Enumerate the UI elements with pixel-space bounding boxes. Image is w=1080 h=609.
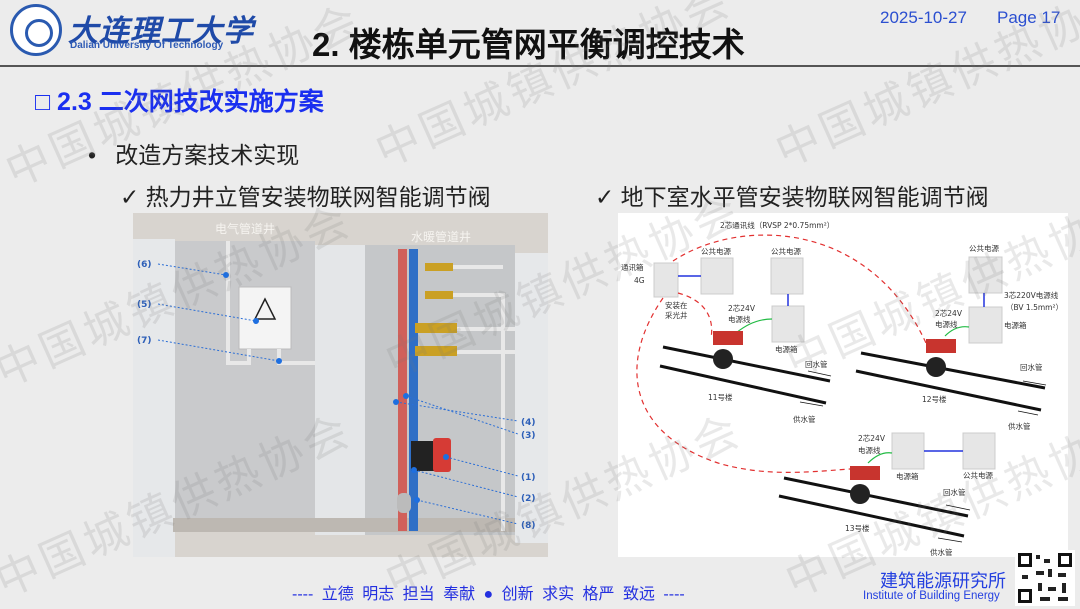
- supply-pipe-label: 供水管: [1008, 421, 1031, 431]
- water-shaft-label: 水暖管道井: [411, 229, 471, 244]
- comm-box-label: 通讯箱: [621, 262, 644, 272]
- callout-6: (6): [137, 260, 152, 270]
- callout-8: (8): [521, 521, 536, 531]
- university-name-cn: 大连理工大学: [68, 14, 254, 49]
- bullet-dot-icon: •: [88, 142, 116, 168]
- basement-valve-diagram: 2芯通讯线（RVSP 2*0.75mm²） 通讯箱 4G 安装在 采光井 公共电…: [618, 213, 1068, 557]
- callout-3: (3): [521, 431, 536, 441]
- comm-4g-label: 4G: [634, 276, 645, 285]
- supply-pipe-label: 供水管: [793, 414, 816, 424]
- comm-line-label: 2芯通讯线（RVSP 2*0.75mm²）: [720, 220, 834, 230]
- building-13-label: 13号楼: [845, 523, 870, 533]
- public-power-label: 公共电源: [963, 470, 993, 480]
- line24-label-2: 电源线: [858, 445, 881, 455]
- line220-label-2: （BV 1.5mm²）: [1006, 303, 1063, 312]
- building-12-label: 12号楼: [922, 394, 947, 404]
- install-label: 安装在: [665, 300, 688, 310]
- power-box-label: 电源箱: [896, 471, 919, 481]
- institute-name-en: Institute of Building Energy: [863, 590, 1000, 602]
- callout-7: (7): [137, 336, 152, 346]
- line24-label: 2芯24V: [858, 433, 886, 443]
- bullet-text: 改造方案技术实现: [115, 142, 300, 168]
- line24-label-2: 电源线: [935, 319, 958, 329]
- electric-shaft-label: 电气管道井: [215, 221, 275, 236]
- power-box-label: 电源箱: [775, 344, 798, 354]
- building-11-label: 11号楼: [708, 392, 733, 402]
- bullet-item: • 改造方案技术实现: [88, 136, 299, 170]
- check-item-right: ✓ 地下室水平管安装物联网智能调节阀: [595, 178, 989, 212]
- power-box-label: 电源箱: [1004, 320, 1027, 330]
- callout-1: (1): [521, 473, 536, 483]
- line24-label: 2芯24V: [935, 308, 963, 318]
- footer-motto: ---- 立德 明志 担当 奉献 ● 创新 求实 格严 致远 ----: [292, 586, 685, 603]
- institute-name-cn: 建筑能源研究所: [880, 571, 1006, 591]
- university-name-en: Dalian University Of Technology: [70, 40, 224, 51]
- page-number: Page 17: [997, 8, 1061, 27]
- line220-label: 3芯220V电源线: [1004, 290, 1059, 300]
- check-text: 地下室水平管安装物联网智能调节阀: [620, 184, 989, 210]
- qr-code: [1015, 550, 1075, 606]
- line24-label: 2芯24V: [728, 303, 756, 313]
- header-divider: [0, 65, 1080, 67]
- line24-label-2: 电源线: [728, 314, 751, 324]
- check-icon: ✓: [120, 184, 146, 210]
- callout-4: (4): [521, 418, 536, 428]
- supply-pipe-label: 供水管: [930, 547, 953, 557]
- return-pipe-label: 回水管: [805, 359, 828, 369]
- check-text: 热力井立管安装物联网智能调节阀: [145, 184, 491, 210]
- callout-2: (2): [521, 494, 536, 504]
- riser-shaft-illustration: (6) (5) (7) (4) (3) (1) (2) (8) 电气管道井 水暖…: [133, 213, 548, 557]
- slide-title: 2. 楼栋单元管网平衡调控技术: [312, 26, 745, 63]
- install-label-2: 采光井: [665, 310, 688, 320]
- slide-date: 2025-10-27: [880, 8, 967, 27]
- public-power-label: 公共电源: [701, 246, 731, 256]
- return-pipe-label: 回水管: [943, 487, 966, 497]
- section-heading: □ 2.3 二次网技改实施方案: [35, 88, 324, 116]
- check-icon: ✓: [595, 184, 621, 210]
- public-power-label: 公共电源: [969, 243, 999, 253]
- public-power-label: 公共电源: [771, 246, 801, 256]
- callout-5: (5): [137, 300, 152, 310]
- check-item-left: ✓ 热力井立管安装物联网智能调节阀: [120, 178, 491, 212]
- university-logo: [10, 4, 62, 56]
- return-pipe-label: 回水管: [1020, 362, 1043, 372]
